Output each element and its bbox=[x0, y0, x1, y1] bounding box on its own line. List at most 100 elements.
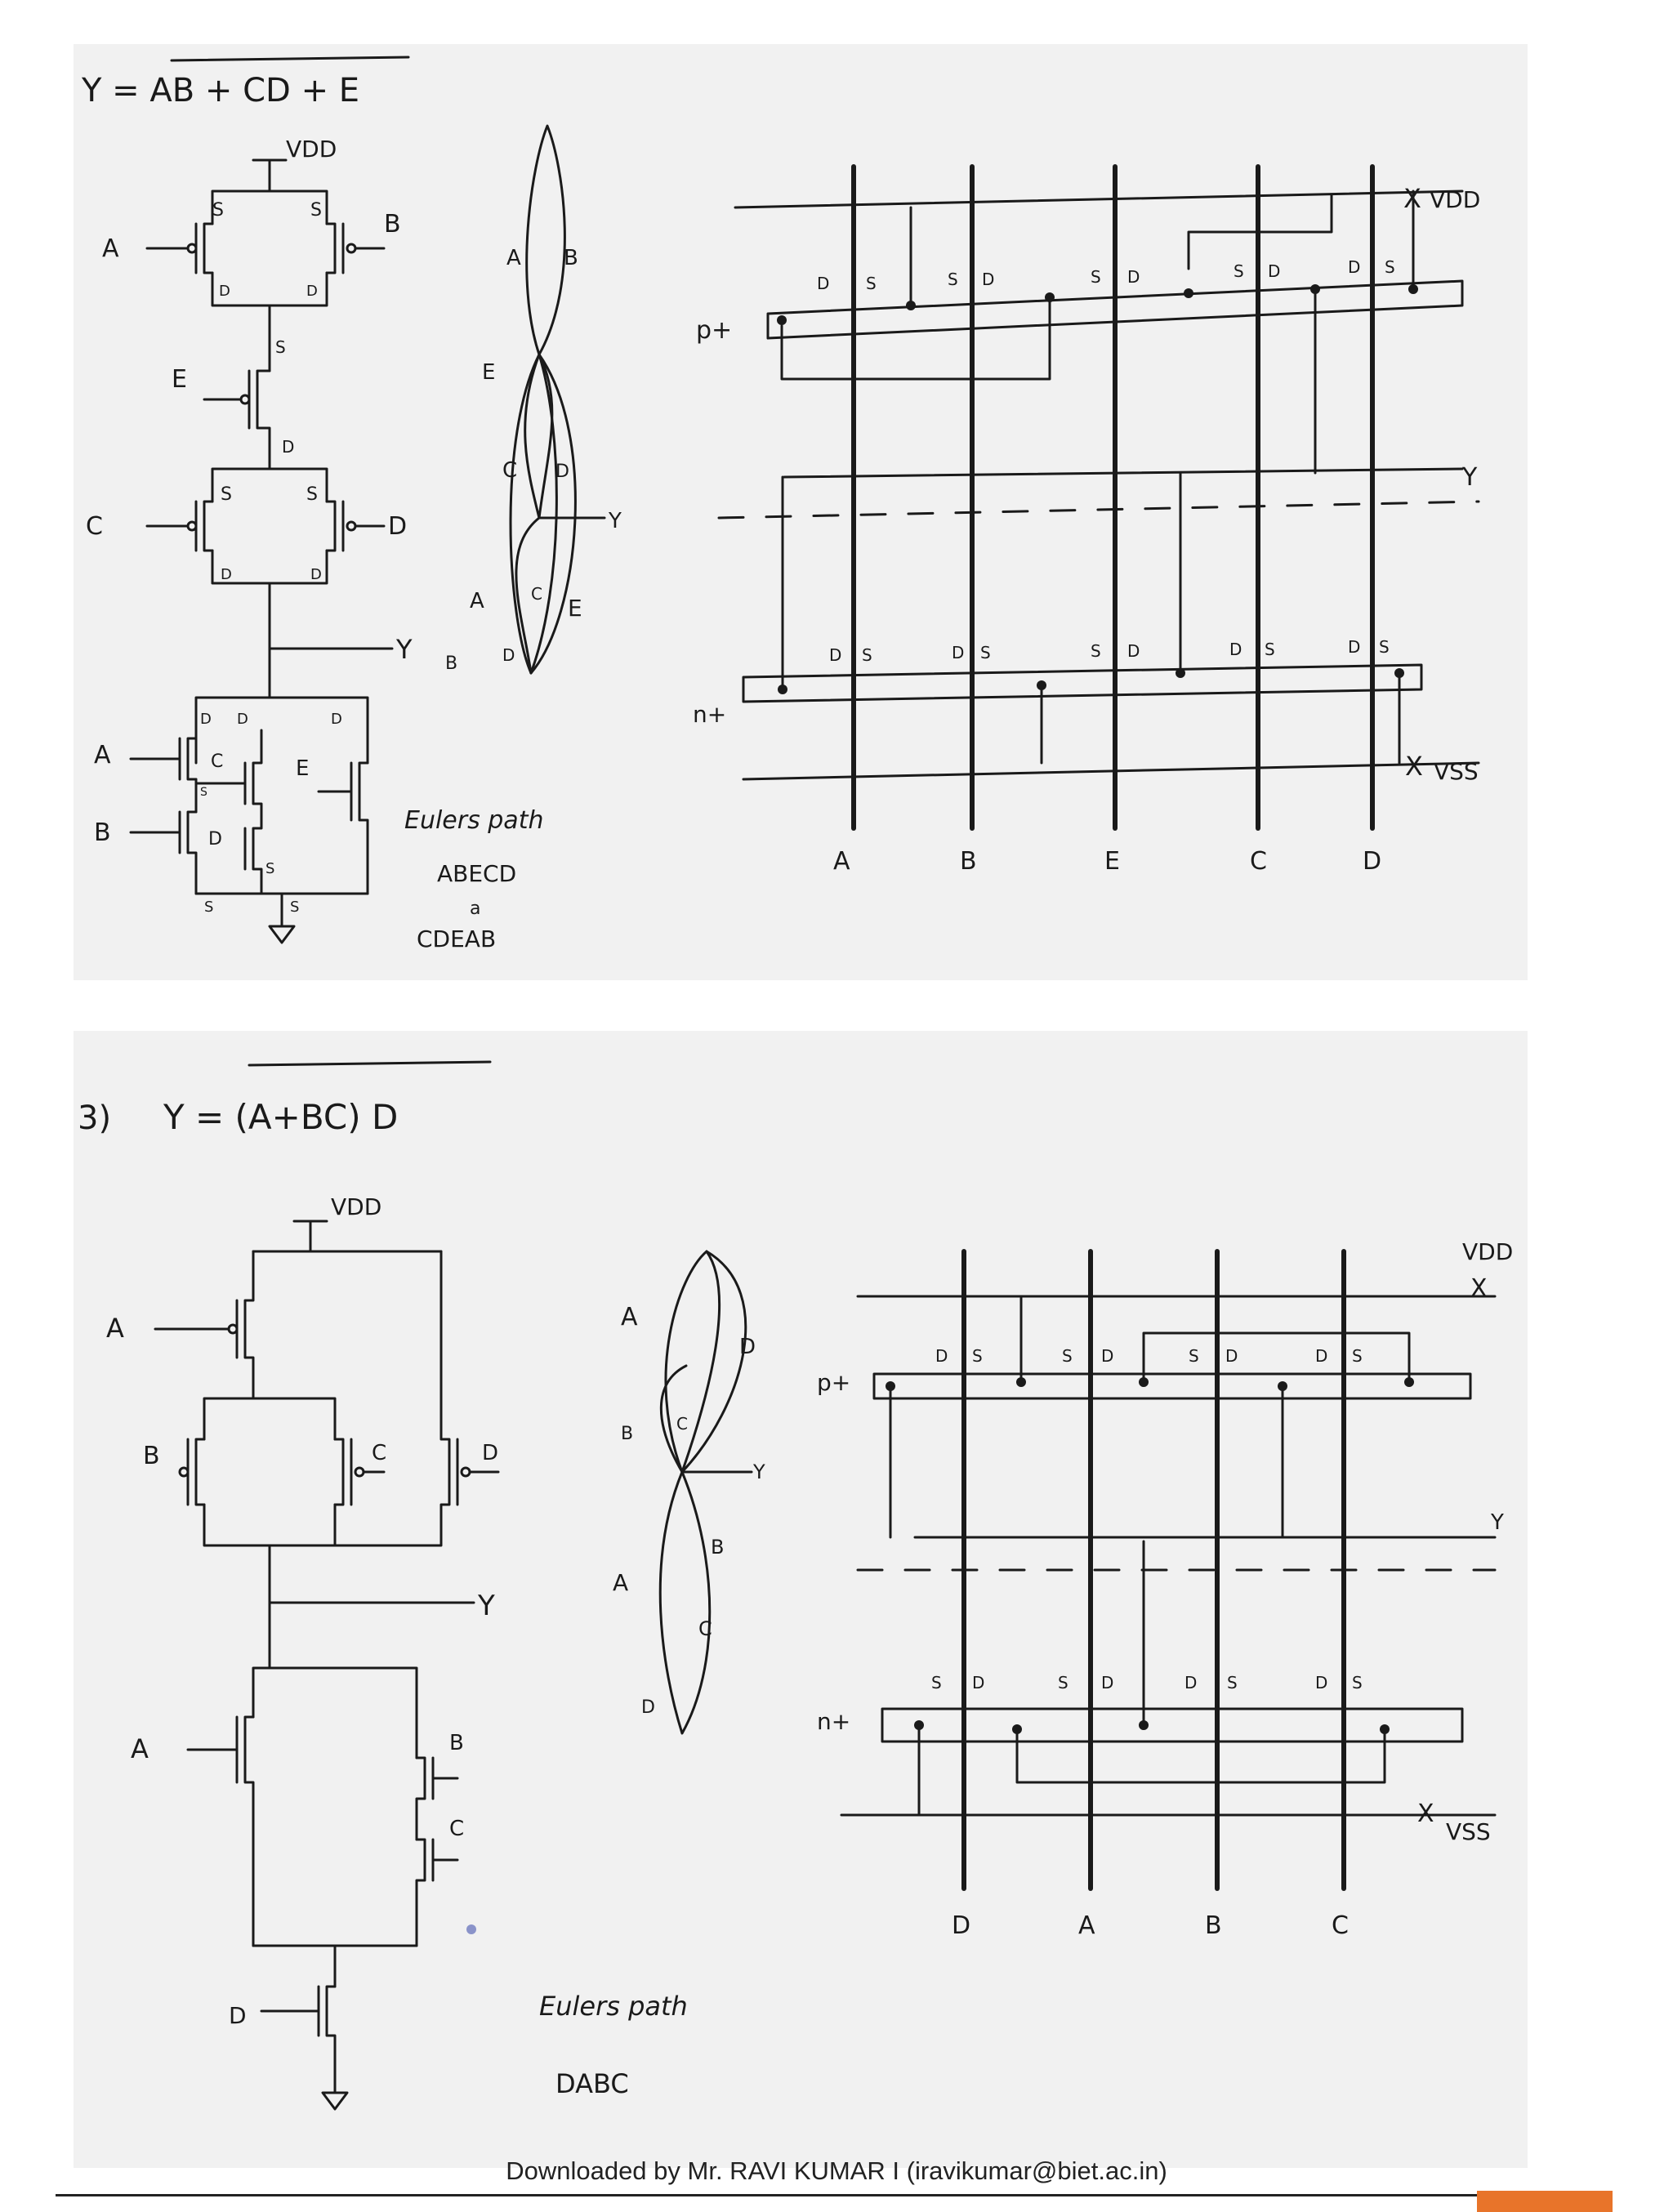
s1-gate-C2: C bbox=[211, 751, 223, 772]
stick1-col-B: B bbox=[960, 847, 977, 876]
schematic-2-y: Y bbox=[477, 1590, 495, 1622]
stick2-nt: D bbox=[1184, 1673, 1197, 1692]
s2-gate-A2: A bbox=[131, 1733, 149, 1764]
eg2-A2: A bbox=[613, 1569, 628, 1596]
s1-term: D bbox=[331, 711, 342, 728]
stick1-vss-x: X bbox=[1405, 751, 1423, 782]
stick2-ndiff: n+ bbox=[817, 1708, 850, 1735]
eg1-B: B bbox=[564, 246, 578, 270]
s1-gate-A: A bbox=[102, 234, 119, 263]
s1-gate-C: C bbox=[86, 512, 103, 541]
stick2-nt: D bbox=[1315, 1673, 1327, 1692]
eg2-Y: Y bbox=[752, 1461, 765, 1483]
circuit-panel-1: Y = AB + CD + E VDD Y A B E bbox=[74, 44, 1528, 980]
stick2-vdd-x: X bbox=[1470, 1274, 1488, 1303]
s1-term: S bbox=[290, 899, 299, 916]
stick2-col-D: D bbox=[952, 1911, 970, 1940]
s1-gate-D: D bbox=[388, 512, 407, 541]
s1-term: S bbox=[221, 484, 232, 505]
stick1-nt: D bbox=[1229, 640, 1242, 659]
s2-gate-B2: B bbox=[449, 1731, 464, 1755]
schematic-1-y: Y bbox=[395, 634, 413, 665]
eg2-C2: C bbox=[698, 1617, 712, 1640]
s1-term: S bbox=[265, 860, 274, 877]
eg2-B: B bbox=[621, 1424, 633, 1444]
stick2-pt: D bbox=[1225, 1346, 1238, 1366]
stick2-y: Y bbox=[1490, 1510, 1504, 1535]
circuit-2-drawing: 3) Y = (A+BC) D VDD Y A B C D A B bbox=[78, 1060, 1513, 2111]
s2-gate-D: D bbox=[482, 1441, 498, 1465]
s1-term: S bbox=[212, 200, 224, 221]
stick2-col-B: B bbox=[1205, 1911, 1222, 1940]
equation-2-overbar bbox=[248, 1060, 492, 1067]
stick1-pt: D bbox=[982, 270, 994, 289]
s1-gate-B: B bbox=[384, 210, 401, 239]
stick2-vss: VSS bbox=[1446, 1818, 1491, 1845]
stick1-pt: D bbox=[817, 274, 829, 293]
stick1-ndiff: n+ bbox=[693, 701, 726, 728]
stick1-nt: S bbox=[1265, 640, 1275, 659]
eg2-A: A bbox=[621, 1303, 638, 1331]
stick1-pt: D bbox=[1268, 261, 1280, 281]
eg1-B2: B bbox=[445, 653, 457, 674]
stick2-nt: D bbox=[1101, 1673, 1113, 1692]
schematic-1: VDD Y A B E C D A B C bbox=[86, 136, 413, 944]
stick1-col-A: A bbox=[833, 847, 850, 876]
stick2-pt: S bbox=[972, 1346, 983, 1366]
eg1-A2: A bbox=[470, 589, 484, 613]
euler-path-1b: CDEAB bbox=[417, 925, 496, 952]
stick1-nt: D bbox=[829, 645, 841, 665]
s1-term: D bbox=[219, 283, 230, 300]
stick1-nt: S bbox=[862, 645, 872, 665]
s1-term: S bbox=[275, 337, 286, 357]
eg1-C2: C bbox=[531, 584, 542, 604]
stick1-pt: D bbox=[1127, 267, 1140, 287]
stick1-col-C: C bbox=[1250, 847, 1267, 876]
stick1-pt: S bbox=[866, 274, 877, 293]
s1-term: D bbox=[237, 711, 248, 728]
s1-term: D bbox=[200, 711, 212, 728]
eg1-D: D bbox=[555, 462, 569, 482]
eg1-Y: Y bbox=[608, 509, 622, 533]
stick2-pdiff: p+ bbox=[817, 1369, 850, 1396]
s2-gate-D2: D bbox=[229, 2002, 247, 2029]
stick1-pt: S bbox=[948, 270, 958, 289]
s2-gate-C2: C bbox=[449, 1817, 464, 1841]
eg2-B2: B bbox=[711, 1536, 724, 1559]
circuit-panel-2: 3) Y = (A+BC) D VDD Y A B C D A B bbox=[74, 1031, 1528, 2168]
s1-gate-E2: E bbox=[296, 756, 309, 781]
stick2-nt: S bbox=[931, 1673, 942, 1692]
schematic-1-vdd: VDD bbox=[286, 136, 337, 163]
s1-gate-B2: B bbox=[94, 818, 111, 847]
eg1-D2: D bbox=[502, 645, 515, 665]
circuit-1-drawing: Y = AB + CD + E VDD Y A B E bbox=[81, 56, 1480, 952]
eg1-A: A bbox=[506, 246, 521, 270]
s1-term: S bbox=[204, 899, 213, 916]
stick1-nt: D bbox=[1348, 637, 1360, 657]
s1-term: D bbox=[221, 566, 232, 583]
schematic-2: VDD Y A B C D A B C D bbox=[106, 1193, 500, 2111]
schematic-2-vdd: VDD bbox=[331, 1193, 381, 1220]
euler-graph-1: A B E C D A C E B D Y Eulers path ABECD … bbox=[404, 124, 622, 952]
stick2-vss-x: X bbox=[1417, 1799, 1434, 1828]
stick1-nt: S bbox=[980, 643, 991, 662]
s1-term: D bbox=[310, 566, 322, 583]
s1-term: D bbox=[306, 283, 318, 300]
stick2-nt: S bbox=[1227, 1673, 1238, 1692]
equation-2: Y = (A+BC) D bbox=[163, 1097, 398, 1137]
s2-gate-A: A bbox=[106, 1313, 124, 1344]
stick2-col-A: A bbox=[1078, 1911, 1095, 1940]
stick2-vdd: VDD bbox=[1462, 1238, 1513, 1265]
s1-term: D bbox=[282, 437, 294, 457]
eg1-E2: E bbox=[568, 595, 582, 622]
footer-rule bbox=[56, 2194, 1477, 2196]
euler-sep-1: a bbox=[470, 899, 480, 919]
eg1-E: E bbox=[482, 360, 495, 385]
stick1-col-D: D bbox=[1363, 847, 1381, 876]
stick1-vss: VSS bbox=[1434, 758, 1479, 785]
stick1-col-E: E bbox=[1104, 847, 1120, 876]
stick1-pt: D bbox=[1348, 257, 1360, 277]
equation-1-overbar bbox=[170, 56, 410, 62]
euler-title-2: Eulers path bbox=[539, 1991, 688, 2022]
s1-gate-A2: A bbox=[94, 741, 111, 769]
